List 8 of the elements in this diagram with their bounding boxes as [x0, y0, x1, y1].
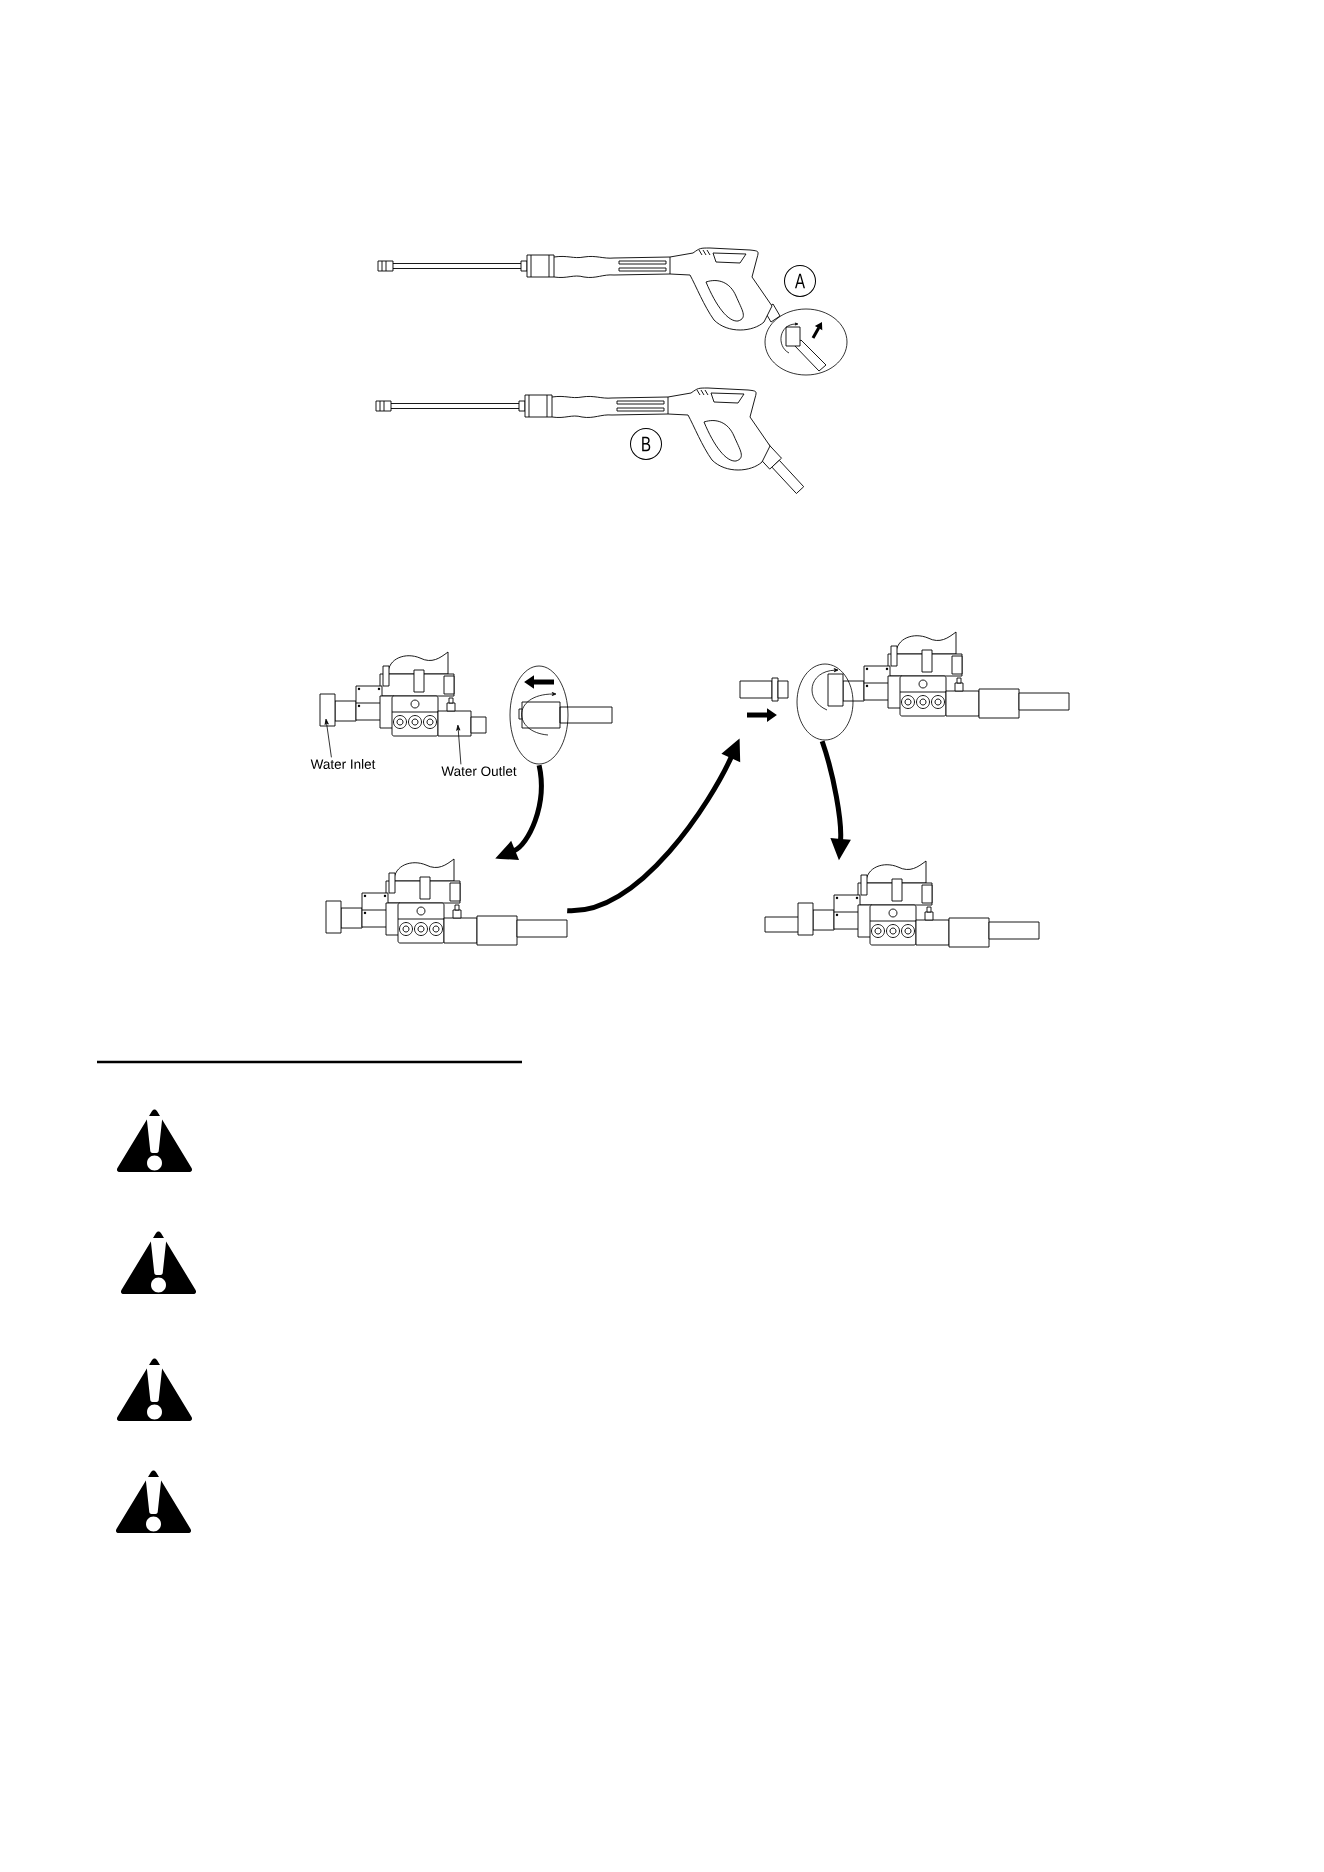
- pump-drawing: [764, 860, 1040, 948]
- leader-line: [456, 724, 462, 765]
- circled-letter: A: [784, 265, 816, 297]
- part-label: Water Inlet: [310, 759, 376, 769]
- leader-line: [324, 718, 332, 758]
- pump-drawing: [325, 858, 568, 946]
- circled-letter: B: [630, 428, 662, 460]
- part-label: Water Outlet: [441, 766, 517, 776]
